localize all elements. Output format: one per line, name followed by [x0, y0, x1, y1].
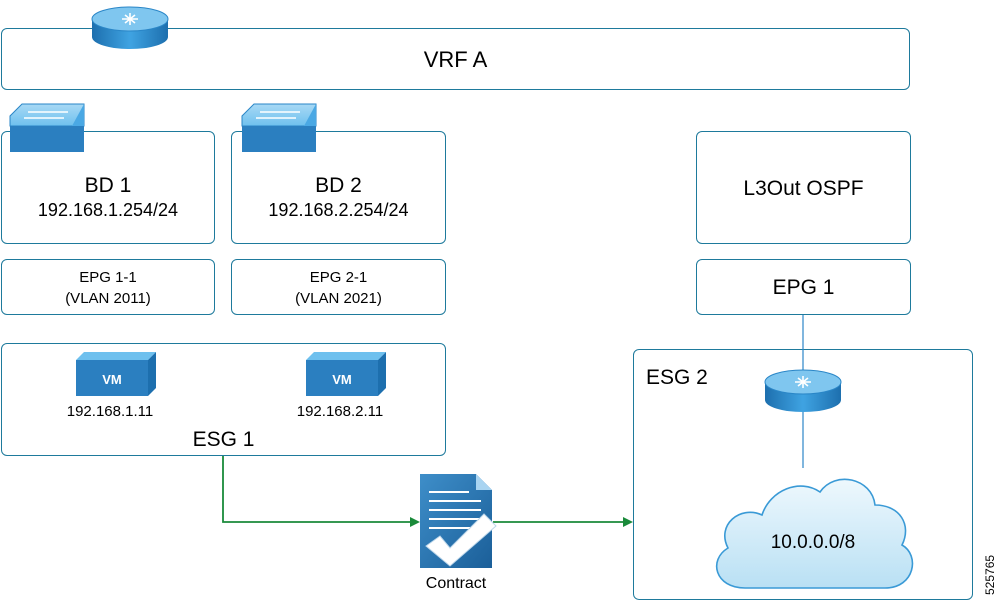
contract-label: Contract [426, 575, 487, 592]
bd2-switch-icon [241, 103, 317, 152]
figure-id: 525765 [983, 555, 997, 595]
vrf-router-icon [91, 6, 169, 49]
epg11-vlan: (VLAN 2011) [65, 290, 151, 307]
esg1-to-contract-arrow [222, 456, 420, 527]
epg11-box [1, 259, 215, 315]
epg21-vlan: (VLAN 2021) [295, 290, 382, 307]
esg2-label: ESG 2 [646, 366, 708, 389]
epg21-name: EPG 2-1 [309, 269, 368, 286]
epg1-box [696, 259, 911, 315]
vm2-icon: VM [306, 352, 386, 396]
bd1-switch-icon [9, 103, 85, 152]
bd1-subnet: 192.168.1.254/24 [37, 200, 179, 220]
cloud-icon [715, 478, 914, 589]
bd1-name: BD 1 [84, 174, 132, 197]
bd1-box [1, 131, 215, 244]
epg21-box [231, 259, 446, 315]
vm2-ip: 192.168.2.11 [296, 403, 384, 420]
contract-icon [420, 474, 497, 568]
epg1-label: EPG 1 [772, 276, 835, 299]
vrf-a-label: VRF A [423, 47, 488, 72]
bd2-name: BD 2 [315, 174, 362, 197]
vm2-label: VM [332, 372, 352, 387]
l3out-box [696, 131, 911, 244]
esg1-label: ESG 1 [192, 428, 255, 451]
epg11-name: EPG 1-1 [79, 269, 137, 286]
esg2-router-icon [764, 369, 842, 412]
vm1-ip: 192.168.1.11 [66, 403, 154, 420]
bd2-subnet: 192.168.2.254/24 [268, 200, 409, 220]
vm1-icon: VM [76, 352, 156, 396]
cloud-subnet: 10.0.0.0/8 [771, 532, 856, 553]
l3out-label: L3Out OSPF [743, 177, 864, 200]
vm1-label: VM [102, 372, 122, 387]
